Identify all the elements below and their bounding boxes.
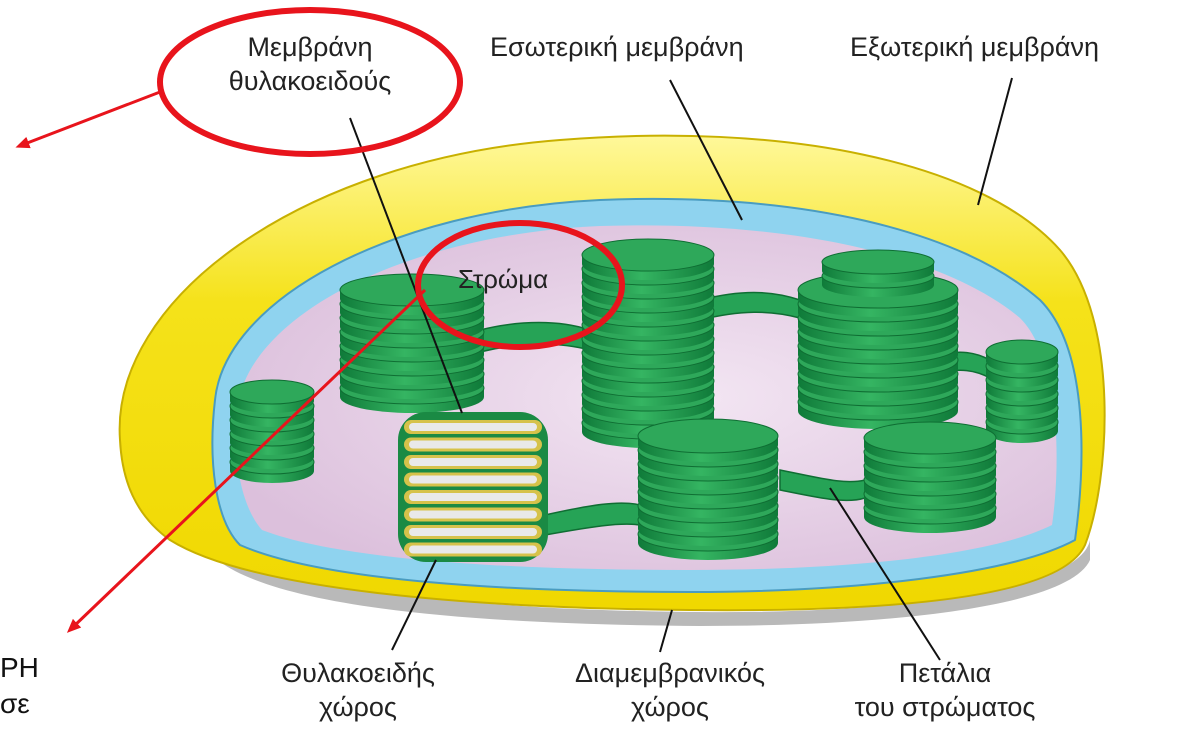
cut-disc-lumen	[409, 441, 537, 449]
label-stroma-lamellae: Πετάλια του στρώματος	[830, 656, 1060, 724]
thylakoid-disc-top	[582, 239, 714, 271]
cut-disc-lumen	[409, 458, 537, 466]
cut-disc-lumen	[409, 493, 537, 501]
label-outer-membrane: Εξωτερική μεμβράνη	[850, 30, 1099, 64]
cut-disc-lumen	[409, 476, 537, 484]
label-thylakoid-space: Θυλακοειδής χώρος	[238, 656, 478, 724]
label-thylakoid-membrane-line2: θυλακοειδούς	[198, 64, 422, 98]
granum-stack	[230, 380, 314, 483]
label-stroma-lamellae-line2: του στρώματος	[830, 690, 1060, 724]
granum-stack	[864, 422, 996, 533]
granum-stack	[822, 250, 934, 297]
label-thylakoid-membrane: Μεμβράνη θυλακοειδούς	[198, 30, 422, 98]
label-inner-membrane: Εσωτερική μεμβράνη	[490, 30, 744, 64]
cut-disc-lumen	[409, 511, 537, 519]
granum-stack	[638, 419, 778, 560]
label-thylakoid-membrane-line1: Μεμβράνη	[198, 30, 422, 64]
red-arrow-left-upper	[22, 92, 160, 145]
cut-off-text-line1: ΡΗ	[0, 650, 39, 686]
label-thylakoid-space-line2: χώρος	[238, 690, 478, 724]
cut-off-text-line2: σε	[0, 686, 39, 722]
cut-off-text: ΡΗ σε	[0, 650, 39, 722]
label-stroma: Στρώμα	[458, 262, 548, 296]
cut-disc-lumen	[409, 546, 537, 554]
label-intermembrane-space: Διαμεμβρανικός χώρος	[540, 656, 800, 724]
thylakoid-disc-top	[864, 422, 996, 454]
cut-disc-lumen	[409, 528, 537, 536]
leader-outer-membrane	[978, 78, 1012, 205]
thylakoid-disc-top	[230, 380, 314, 404]
cut-granum	[398, 412, 548, 562]
cut-disc-lumen	[409, 423, 537, 431]
thylakoid-disc-top	[638, 419, 778, 453]
label-intermembrane-space-line2: χώρος	[540, 690, 800, 724]
granum-stack	[986, 340, 1058, 443]
granum-stack	[582, 239, 714, 448]
label-intermembrane-space-line1: Διαμεμβρανικός	[540, 656, 800, 690]
thylakoid-disc-top	[986, 340, 1058, 364]
label-thylakoid-space-line1: Θυλακοειδής	[238, 656, 478, 690]
label-stroma-lamellae-line1: Πετάλια	[830, 656, 1060, 690]
thylakoid-disc-top	[822, 250, 934, 274]
